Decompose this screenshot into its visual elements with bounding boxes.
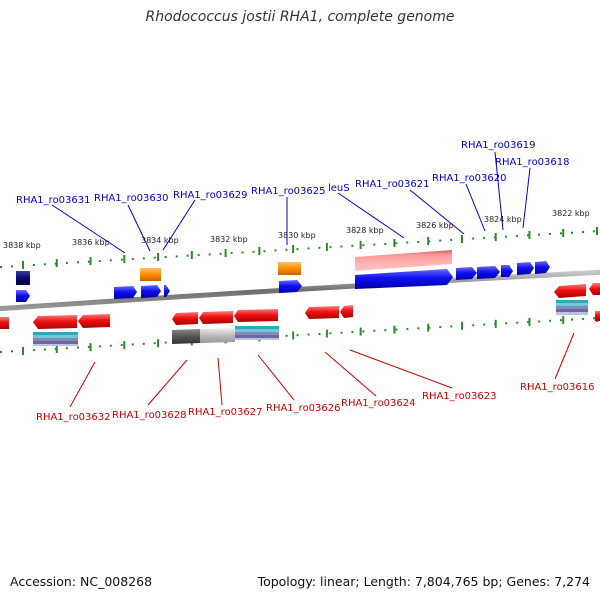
tick-label: 3830 kbp xyxy=(278,231,316,240)
feature-orange-box xyxy=(278,262,301,275)
tick-label: 3822 kbp xyxy=(552,209,590,218)
gene-rha1-ro03616 xyxy=(554,284,586,298)
forward-leader-lines xyxy=(51,151,531,254)
feature-orange-box xyxy=(140,268,161,281)
tick-label: 3832 kbp xyxy=(210,235,248,244)
gene-small-forward xyxy=(164,285,170,297)
reverse-features xyxy=(33,300,600,346)
chromosome-backbone xyxy=(0,269,600,312)
accession-text: Accession: NC_008268 xyxy=(10,574,153,589)
feature-red-edge xyxy=(595,311,600,321)
gene-leus xyxy=(355,269,453,289)
gene-label: leuS xyxy=(328,183,350,194)
gene-rha1-ro03632-left xyxy=(0,317,9,329)
reverse-gene-labels: RHA1_ro03632 RHA1_ro03628 RHA1_ro03627 R… xyxy=(36,382,595,423)
forward-features xyxy=(16,250,452,285)
gene-rha1-ro03627 xyxy=(199,311,233,324)
gene-rha1-ro03624 xyxy=(305,306,339,319)
gene-rha1-ro03632 xyxy=(33,315,77,329)
forward-tick-scale xyxy=(0,230,600,268)
feature-gray-band xyxy=(172,328,235,344)
feature-pink-band xyxy=(355,250,452,271)
gene-rha1-ro03629 xyxy=(141,285,161,298)
gene-label: RHA1_ro03620 xyxy=(432,173,507,184)
gene-label: RHA1_ro03624 xyxy=(341,398,416,409)
tick-label: 3834 kbp xyxy=(141,236,179,245)
tick-label: 3824 kbp xyxy=(484,215,522,224)
gene-label: RHA1_ro03627 xyxy=(188,407,263,418)
tick-labels: 3838 kbp 3836 kbp 3834 kbp 3832 kbp 3830… xyxy=(3,209,590,250)
gene-rha1-ro03623 xyxy=(340,305,353,318)
gene-rha1-ro03625 xyxy=(279,280,302,293)
gene-rha1-ro03626 xyxy=(234,309,278,322)
gene-rha1-ro03631 xyxy=(16,290,30,302)
gene-label: RHA1_ro03631 xyxy=(16,195,91,206)
gene-label: RHA1_ro03630 xyxy=(94,193,169,204)
reverse-leader-lines xyxy=(69,332,575,408)
gene-label: RHA1_ro03628 xyxy=(112,410,187,421)
gene-red-2 xyxy=(78,314,110,328)
reverse-tick-scale xyxy=(0,317,600,353)
gene-label: RHA1_ro03621 xyxy=(355,179,430,190)
feature-stack xyxy=(556,300,588,315)
gene-label: RHA1_ro03623 xyxy=(422,391,497,402)
tick-label: 3836 kbp xyxy=(72,238,110,247)
gene-label: RHA1_ro03618 xyxy=(495,157,570,168)
reverse-genes xyxy=(0,283,600,329)
tick-label: 3826 kbp xyxy=(416,221,454,230)
gene-rha1-ro03619 xyxy=(517,262,534,275)
gene-label: RHA1_ro03629 xyxy=(173,190,248,201)
feature-stack xyxy=(235,326,279,340)
feature-stack xyxy=(33,332,78,346)
tick-label: 3828 kbp xyxy=(346,226,384,235)
tick-label: 3838 kbp xyxy=(3,241,41,250)
gene-label: RHA1_ro03632 xyxy=(36,412,111,423)
gene-rha1-ro03620 xyxy=(501,265,513,277)
major-ticks-forward xyxy=(22,227,598,269)
gene-label: RHA1_ro03625 xyxy=(251,186,326,197)
gene-red-right xyxy=(589,283,600,295)
gene-label: RHA1_ro03626 xyxy=(266,403,341,414)
genome-stats-text: Topology: linear; Length: 7,804,765 bp; … xyxy=(257,574,590,589)
gene-rha1-ro03618 xyxy=(535,261,550,274)
gene-rha1-ro03630 xyxy=(114,286,137,299)
gene-label: RHA1_ro03619 xyxy=(461,140,536,151)
forward-genes xyxy=(16,261,550,302)
gene-rha1-ro03621 xyxy=(456,267,477,280)
forward-gene-labels: RHA1_ro03631 RHA1_ro03630 RHA1_ro03629 R… xyxy=(16,140,570,206)
gene-blue-2 xyxy=(477,266,500,279)
gene-rha1-ro03628 xyxy=(172,312,198,325)
gene-label: RHA1_ro03616 xyxy=(520,382,595,393)
map-title: Rhodococcus jostii RHA1, complete genome xyxy=(145,9,455,25)
feature-navy-box xyxy=(16,271,30,285)
